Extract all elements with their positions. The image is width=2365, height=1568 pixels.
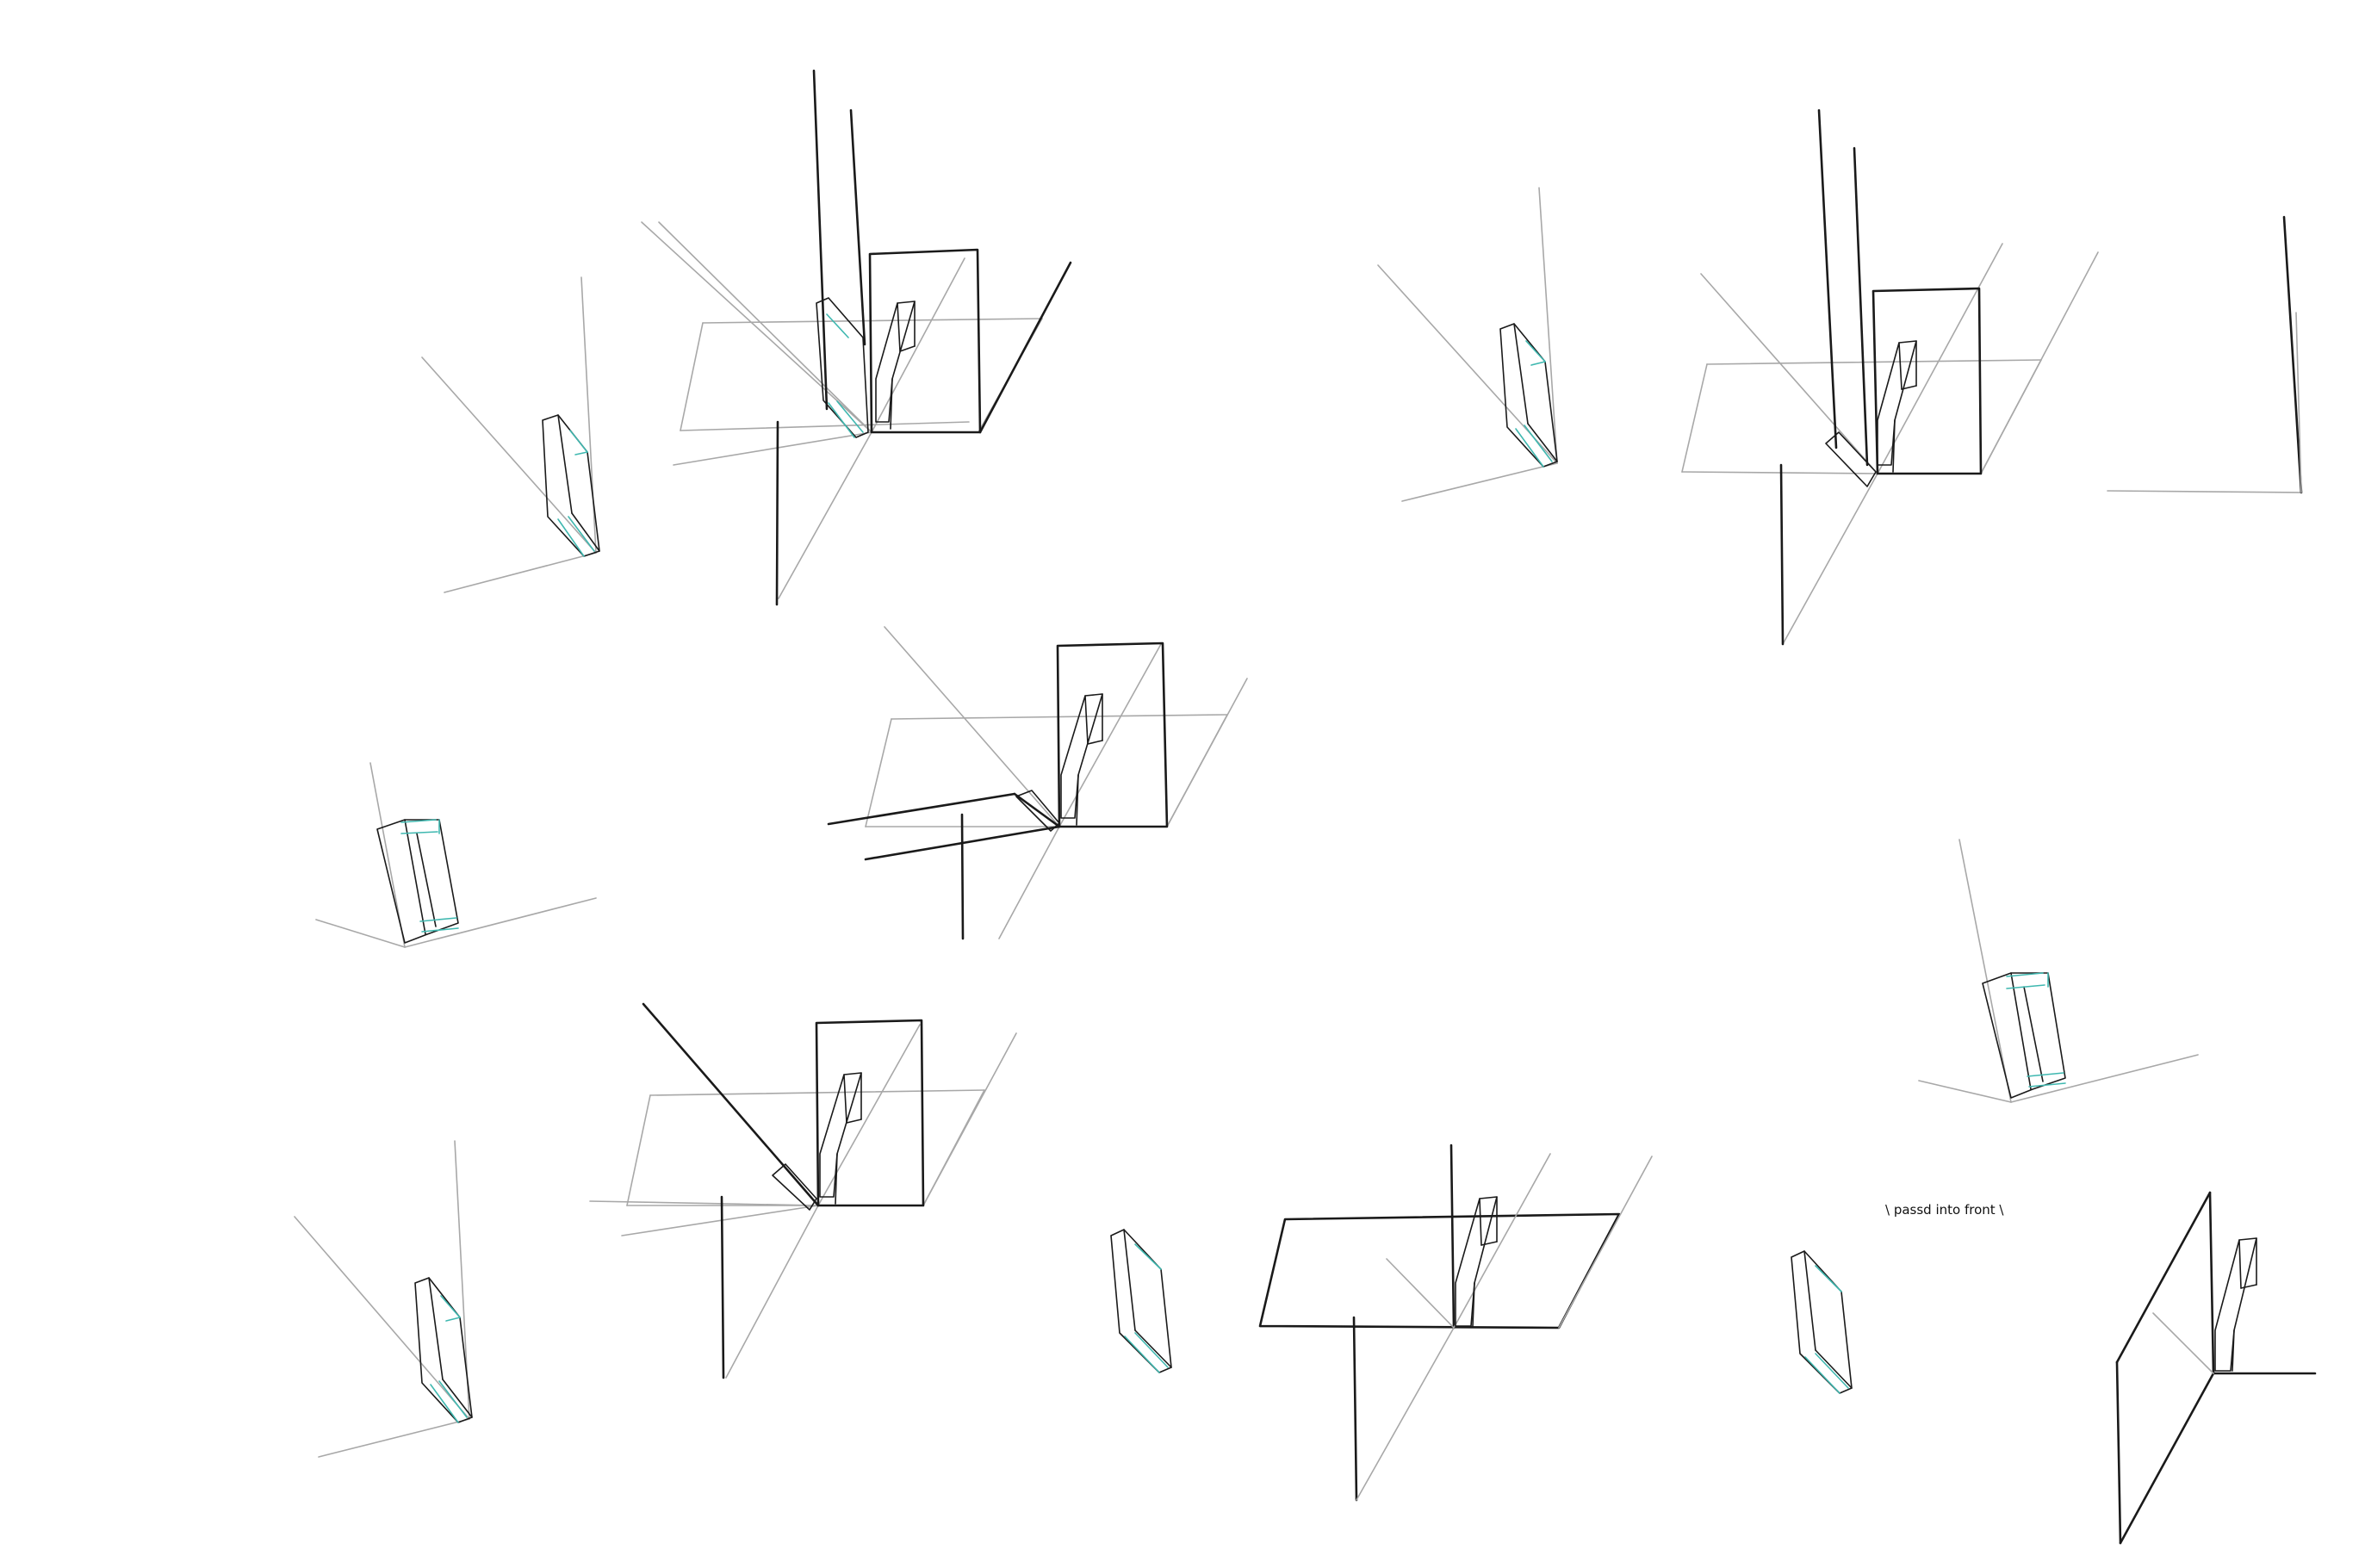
frame-sketch-11	[1258, 1143, 1653, 1502]
frame-sketch-7	[827, 626, 1248, 940]
frame-sketch-5	[2107, 215, 2303, 494]
frame-sketch-13	[1791, 1250, 1853, 1394]
frame-sketch-14	[2115, 1191, 2317, 1545]
frame-sketch-2	[641, 69, 1072, 606]
frame-sketch-1	[421, 276, 600, 593]
annotation-text: \ passd into front \	[1885, 1202, 2004, 1218]
frame-sketch-8	[294, 1140, 473, 1458]
frame-sketch-9	[589, 1002, 1017, 1379]
frame-sketch-3	[1377, 187, 1558, 502]
frame-sketch-10	[1110, 1229, 1172, 1373]
frame-sketch-12	[1918, 839, 2199, 1103]
frame-sketch-4	[1681, 108, 2099, 646]
frame-sketch-6	[315, 762, 597, 948]
